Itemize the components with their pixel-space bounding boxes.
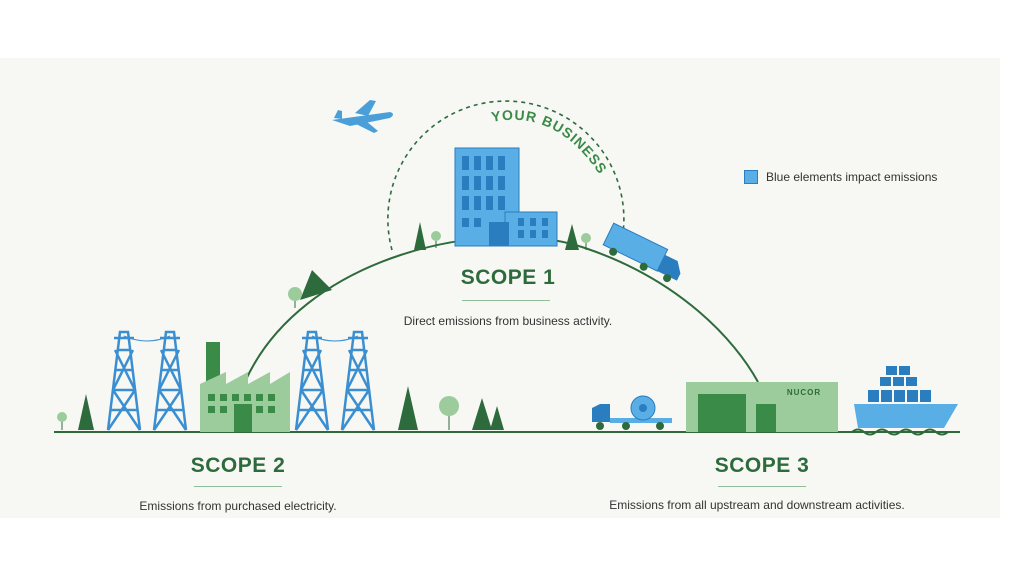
scope-3-description: Emissions from all upstream and downstre… [609, 498, 905, 512]
warehouse-building-icon [686, 382, 838, 432]
power-pylon-icon [294, 330, 330, 431]
power-line [123, 335, 171, 342]
power-pylon-icon [152, 330, 188, 431]
scope-1-title: SCOPE 1 [460, 266, 556, 289]
scope-1-description: Direct emissions from business activity. [403, 314, 613, 328]
hill-arc [243, 236, 759, 385]
round-tree-icon [288, 287, 302, 308]
tree-icon [472, 398, 492, 430]
power-pylon-icon [106, 330, 142, 431]
legend: Blue elements impact emissions [744, 170, 937, 184]
legend-label: Blue elements impact emissions [766, 170, 938, 184]
business-dashed-circle [387, 100, 625, 251]
tree-icon [565, 224, 579, 250]
scope-3-title: SCOPE 3 [714, 454, 810, 477]
tree-icon [490, 406, 504, 430]
scope-1-divider [462, 300, 550, 301]
power-pylon-icon [340, 330, 376, 431]
round-tree-icon [57, 412, 67, 430]
tree-icon [414, 222, 426, 250]
scope-2-divider [194, 486, 282, 487]
tree-icon [300, 270, 332, 300]
airplane-icon [332, 100, 393, 133]
warehouse-logo: NUCOR [787, 388, 821, 397]
business-building-icon [454, 147, 558, 247]
factory-icon [200, 342, 290, 432]
coil-truck-icon [592, 395, 672, 430]
power-line [311, 335, 359, 342]
legend-swatch [744, 170, 758, 184]
cargo-ship-icon [851, 366, 958, 436]
round-tree-icon [431, 231, 441, 248]
round-tree-icon [581, 233, 591, 250]
infographic-panel [0, 58, 1000, 518]
tree-icon [78, 394, 94, 430]
scope-3-divider [718, 486, 806, 487]
delivery-truck-icon [602, 222, 681, 283]
tree-icon [398, 386, 418, 430]
scope-2-title: SCOPE 2 [190, 454, 286, 477]
round-tree-icon [439, 396, 459, 430]
scope-2-description: Emissions from purchased electricity. [139, 499, 337, 513]
